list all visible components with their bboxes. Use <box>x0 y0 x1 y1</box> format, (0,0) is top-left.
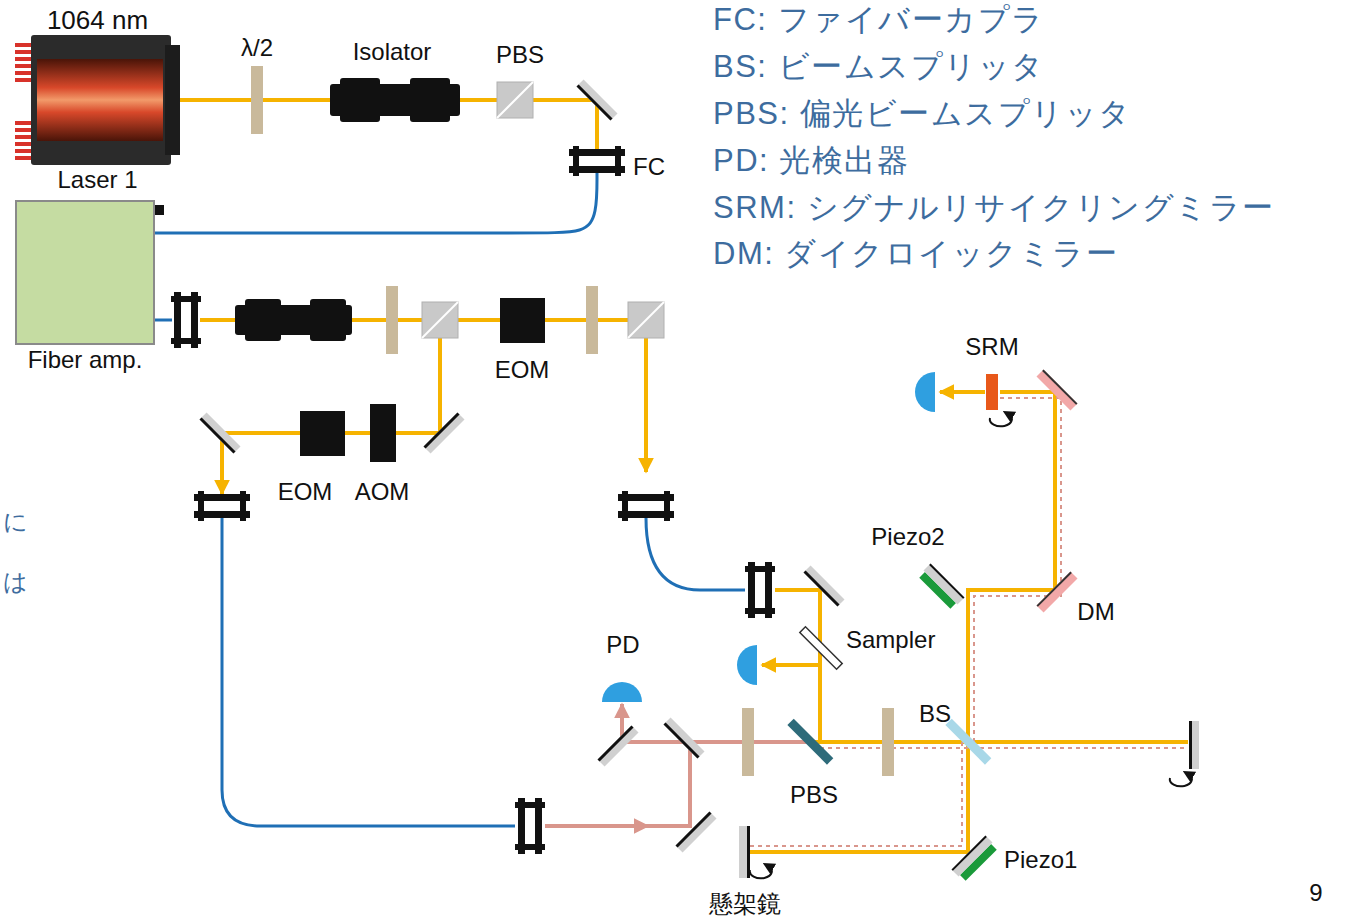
component-label: 懸架鏡 <box>709 890 781 918</box>
component-label: PBS <box>790 781 838 809</box>
suspended-mirror <box>739 826 750 878</box>
eom <box>300 411 345 456</box>
glossary-entry: BS: ビームスプリッタ <box>713 49 1045 85</box>
component-label: Sampler <box>846 626 935 654</box>
pbs-plate <box>787 719 833 765</box>
component-label: DM <box>1077 598 1114 626</box>
component-label: PD <box>606 631 639 659</box>
fiber-port <box>155 205 164 215</box>
laser-body <box>15 35 180 165</box>
sampler-plate <box>800 627 842 669</box>
glossary-entry: DM: ダイクロイックミラー <box>713 236 1118 272</box>
photodetector <box>915 372 935 412</box>
component-label: EOM <box>495 356 550 384</box>
component-label: EOM <box>278 478 333 506</box>
component-label: AOM <box>355 478 410 506</box>
amplifier-box <box>15 200 155 345</box>
dichroic-mirror <box>1036 571 1077 612</box>
component-label: SRM <box>965 333 1018 361</box>
eom <box>500 298 545 343</box>
isolator <box>235 299 352 341</box>
component-label: λ/2 <box>241 34 273 62</box>
node-label: Fiber amp. <box>15 345 155 375</box>
glossary-entry: PD: 光検出器 <box>713 143 909 179</box>
page-number: 9 <box>1309 879 1322 907</box>
component-label: BS <box>919 700 951 728</box>
component-label: Piezo2 <box>871 523 944 551</box>
component-label: Isolator <box>353 38 432 66</box>
laser-source: 1064 nm Laser 1 <box>15 5 180 195</box>
photodetector <box>602 682 642 702</box>
component-label: Piezo1 <box>1004 846 1077 874</box>
piezo-mirror <box>918 563 965 610</box>
glossary-entry: PBS: 偏光ビームスプリッタ <box>713 96 1132 132</box>
glossary-entry: SRM: シグナルリサイクリングミラー <box>713 190 1275 226</box>
beam-splitter <box>945 719 991 765</box>
piezo-mirror <box>951 835 998 882</box>
component-label: PBS <box>496 41 544 69</box>
node-label: 1064 nm <box>15 5 180 35</box>
photodetector <box>737 645 757 685</box>
dichroic-mirror <box>1036 369 1077 410</box>
beam-segment <box>155 172 597 233</box>
fiber-amplifier: Fiber amp. <box>15 200 155 375</box>
node-label: Laser 1 <box>15 165 180 195</box>
text-fragment: は <box>3 568 28 596</box>
end-mirror <box>1189 721 1199 769</box>
text-fragment: に <box>3 508 28 536</box>
srm <box>986 374 998 410</box>
isolator <box>330 78 460 122</box>
aom <box>370 404 396 462</box>
component-label: FC <box>633 153 665 181</box>
glossary-entry: FC: ファイバーカプラ <box>713 2 1045 38</box>
